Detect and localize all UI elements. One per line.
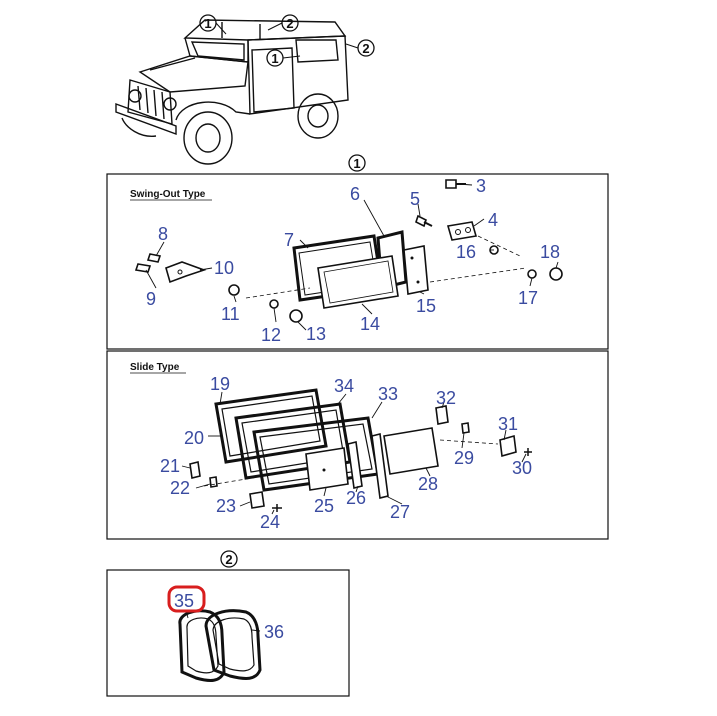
label-20: 20 [184, 428, 204, 448]
label-13: 13 [306, 324, 326, 344]
label-36: 36 [264, 622, 284, 642]
label-29: 29 [454, 448, 474, 468]
label-21: 21 [160, 456, 180, 476]
highlight-box-35 [167, 585, 206, 613]
label-28: 28 [418, 474, 438, 494]
section-2-marker: 2 [220, 550, 238, 568]
svg-text:2: 2 [286, 16, 293, 31]
label-12: 12 [261, 325, 281, 345]
label-26: 26 [346, 488, 366, 508]
label-23: 23 [216, 496, 236, 516]
label-14: 14 [360, 314, 380, 334]
label-9: 9 [146, 289, 156, 309]
label-33: 33 [378, 384, 398, 404]
section-1-marker: 1 [348, 154, 366, 172]
label-15: 15 [416, 296, 436, 316]
label-8: 8 [158, 224, 168, 244]
label-30: 30 [512, 458, 532, 478]
vehicle-marker-2a: 2 [281, 14, 299, 32]
label-19: 19 [210, 374, 230, 394]
svg-text:1: 1 [353, 156, 360, 171]
swing-out-title: Swing-Out Type [130, 189, 206, 200]
label-10: 10 [214, 258, 234, 278]
label-3: 3 [476, 176, 486, 196]
detail-2-panel [106, 569, 350, 697]
label-17: 17 [518, 288, 538, 308]
slide-panel [106, 350, 609, 540]
label-24: 24 [260, 512, 280, 532]
svg-text:1: 1 [204, 16, 211, 31]
label-16: 16 [456, 242, 476, 262]
slide-parts [189, 388, 532, 512]
vehicle-marker-1b: 1 [266, 49, 284, 67]
label-11: 11 [221, 304, 240, 324]
swing-out-panel [106, 173, 609, 350]
label-35: 35 [174, 591, 194, 611]
label-32: 32 [436, 388, 456, 408]
label-5: 5 [410, 189, 420, 209]
label-18: 18 [540, 242, 560, 262]
vehicle-illustration [115, 19, 349, 165]
label-31: 31 [498, 414, 518, 434]
slide-leaders [181, 391, 527, 515]
svg-text:1: 1 [271, 51, 278, 66]
label-25: 25 [314, 496, 334, 516]
slide-title: Slide Type [130, 362, 180, 373]
label-27: 27 [390, 502, 410, 522]
label-7: 7 [284, 230, 294, 250]
label-34: 34 [334, 376, 354, 396]
label-4: 4 [488, 210, 498, 230]
svg-text:2: 2 [362, 41, 369, 56]
swing-out-parts [134, 179, 563, 323]
svg-text:2: 2 [225, 552, 232, 567]
swing-out-leaders [145, 183, 559, 331]
label-22: 22 [170, 478, 190, 498]
detail-2-parts [178, 609, 262, 682]
label-6: 6 [350, 184, 360, 204]
vehicle-marker-2b: 2 [357, 39, 375, 57]
